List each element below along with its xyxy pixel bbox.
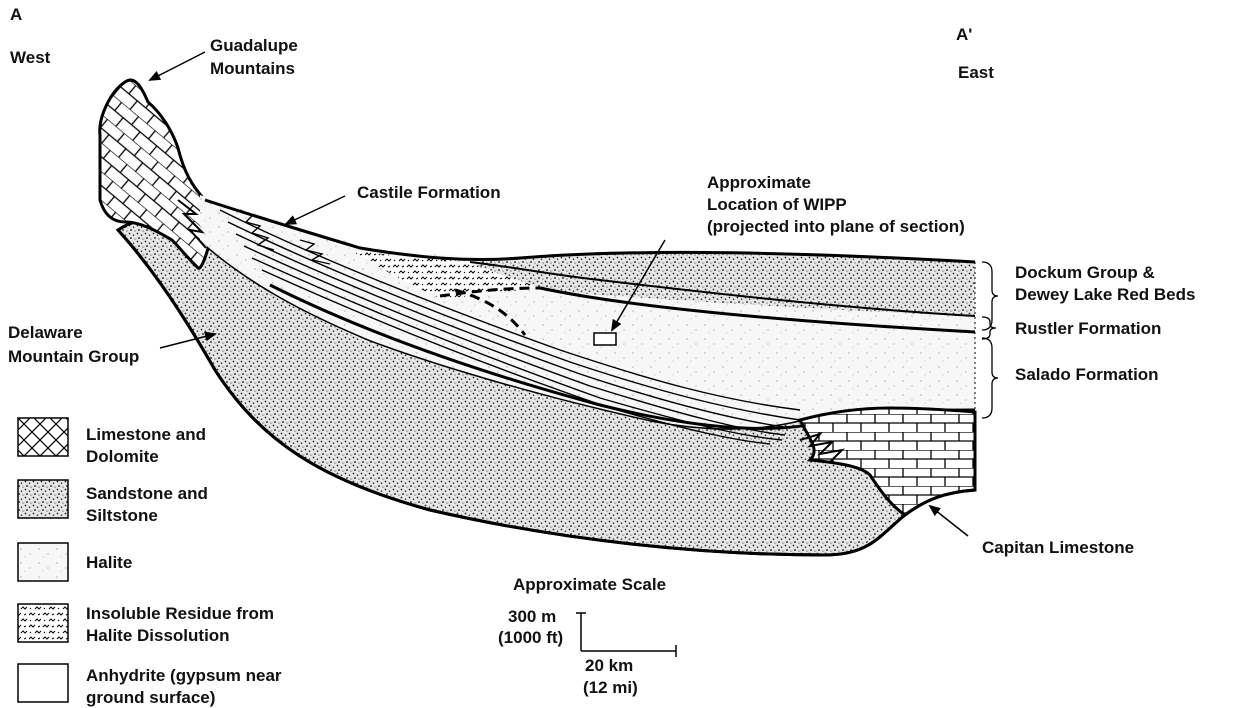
castile-label: Castile Formation	[357, 183, 501, 202]
east-marker: A'	[956, 25, 972, 44]
legend-item-halite: Halite	[18, 543, 132, 581]
legend-label: Halite Dissolution	[86, 626, 230, 645]
legend-label: Limestone and	[86, 425, 206, 444]
legend-label: Anhydrite (gypsum near	[86, 666, 282, 685]
scale-vertical-bar	[576, 613, 586, 651]
legend-item-residue: Insoluble Residue from Halite Dissolutio…	[18, 604, 274, 645]
wipp-label-1: Approximate	[707, 173, 811, 192]
legend-label: Insoluble Residue from	[86, 604, 274, 623]
scale-vertical-label-1: 300 m	[508, 607, 556, 626]
delaware-label-2: Mountain Group	[8, 347, 139, 366]
east-label: East	[958, 63, 994, 82]
scale-title: Approximate Scale	[513, 575, 666, 594]
delaware-label-1: Delaware	[8, 323, 83, 342]
sandstone-swatch	[18, 480, 68, 518]
legend-label: Siltstone	[86, 506, 158, 525]
limestone-swatch	[18, 418, 68, 456]
halite-swatch	[18, 543, 68, 581]
cross-section-geology	[100, 80, 975, 555]
scale-vertical-label-2: (1000 ft)	[498, 628, 563, 647]
wipp-location-box	[594, 333, 616, 345]
scale-horizontal-label-2: (12 mi)	[583, 678, 638, 697]
anhydrite-swatch	[18, 664, 68, 702]
legend-label: Halite	[86, 553, 132, 572]
dockum-label-1: Dockum Group &	[1015, 263, 1155, 282]
legend-label: ground surface)	[86, 688, 215, 707]
scale-bar: Approximate Scale 300 m (1000 ft) 20 km …	[498, 575, 676, 697]
salado-label: Salado Formation	[1015, 365, 1159, 384]
legend-item-sandstone: Sandstone and Siltstone	[18, 480, 208, 525]
castile-arrow	[286, 196, 345, 224]
west-label: West	[10, 48, 51, 67]
dockum-label-2: Dewey Lake Red Beds	[1015, 285, 1195, 304]
capitan-arrow	[930, 506, 968, 536]
salado-brace	[982, 338, 998, 418]
guadalupe-label-2: Mountains	[210, 59, 295, 78]
west-marker: A	[10, 5, 22, 24]
guadalupe-label-1: Guadalupe	[210, 36, 298, 55]
guadalupe-arrow	[150, 52, 205, 80]
wipp-label-3: (projected into plane of section)	[707, 217, 965, 236]
legend-label: Dolomite	[86, 447, 159, 466]
scale-horizontal-label-1: 20 km	[585, 656, 633, 675]
capitan-label: Capitan Limestone	[982, 538, 1134, 557]
legend-item-limestone: Limestone and Dolomite	[18, 418, 206, 466]
formation-braces	[982, 262, 998, 418]
residue-swatch	[18, 604, 68, 642]
legend-label: Sandstone and	[86, 484, 208, 503]
wipp-label-2: Location of WIPP	[707, 195, 847, 214]
legend: Limestone and Dolomite Sandstone and Sil…	[18, 418, 282, 707]
rustler-label: Rustler Formation	[1015, 319, 1161, 338]
legend-item-anhydrite: Anhydrite (gypsum near ground surface)	[18, 664, 282, 707]
